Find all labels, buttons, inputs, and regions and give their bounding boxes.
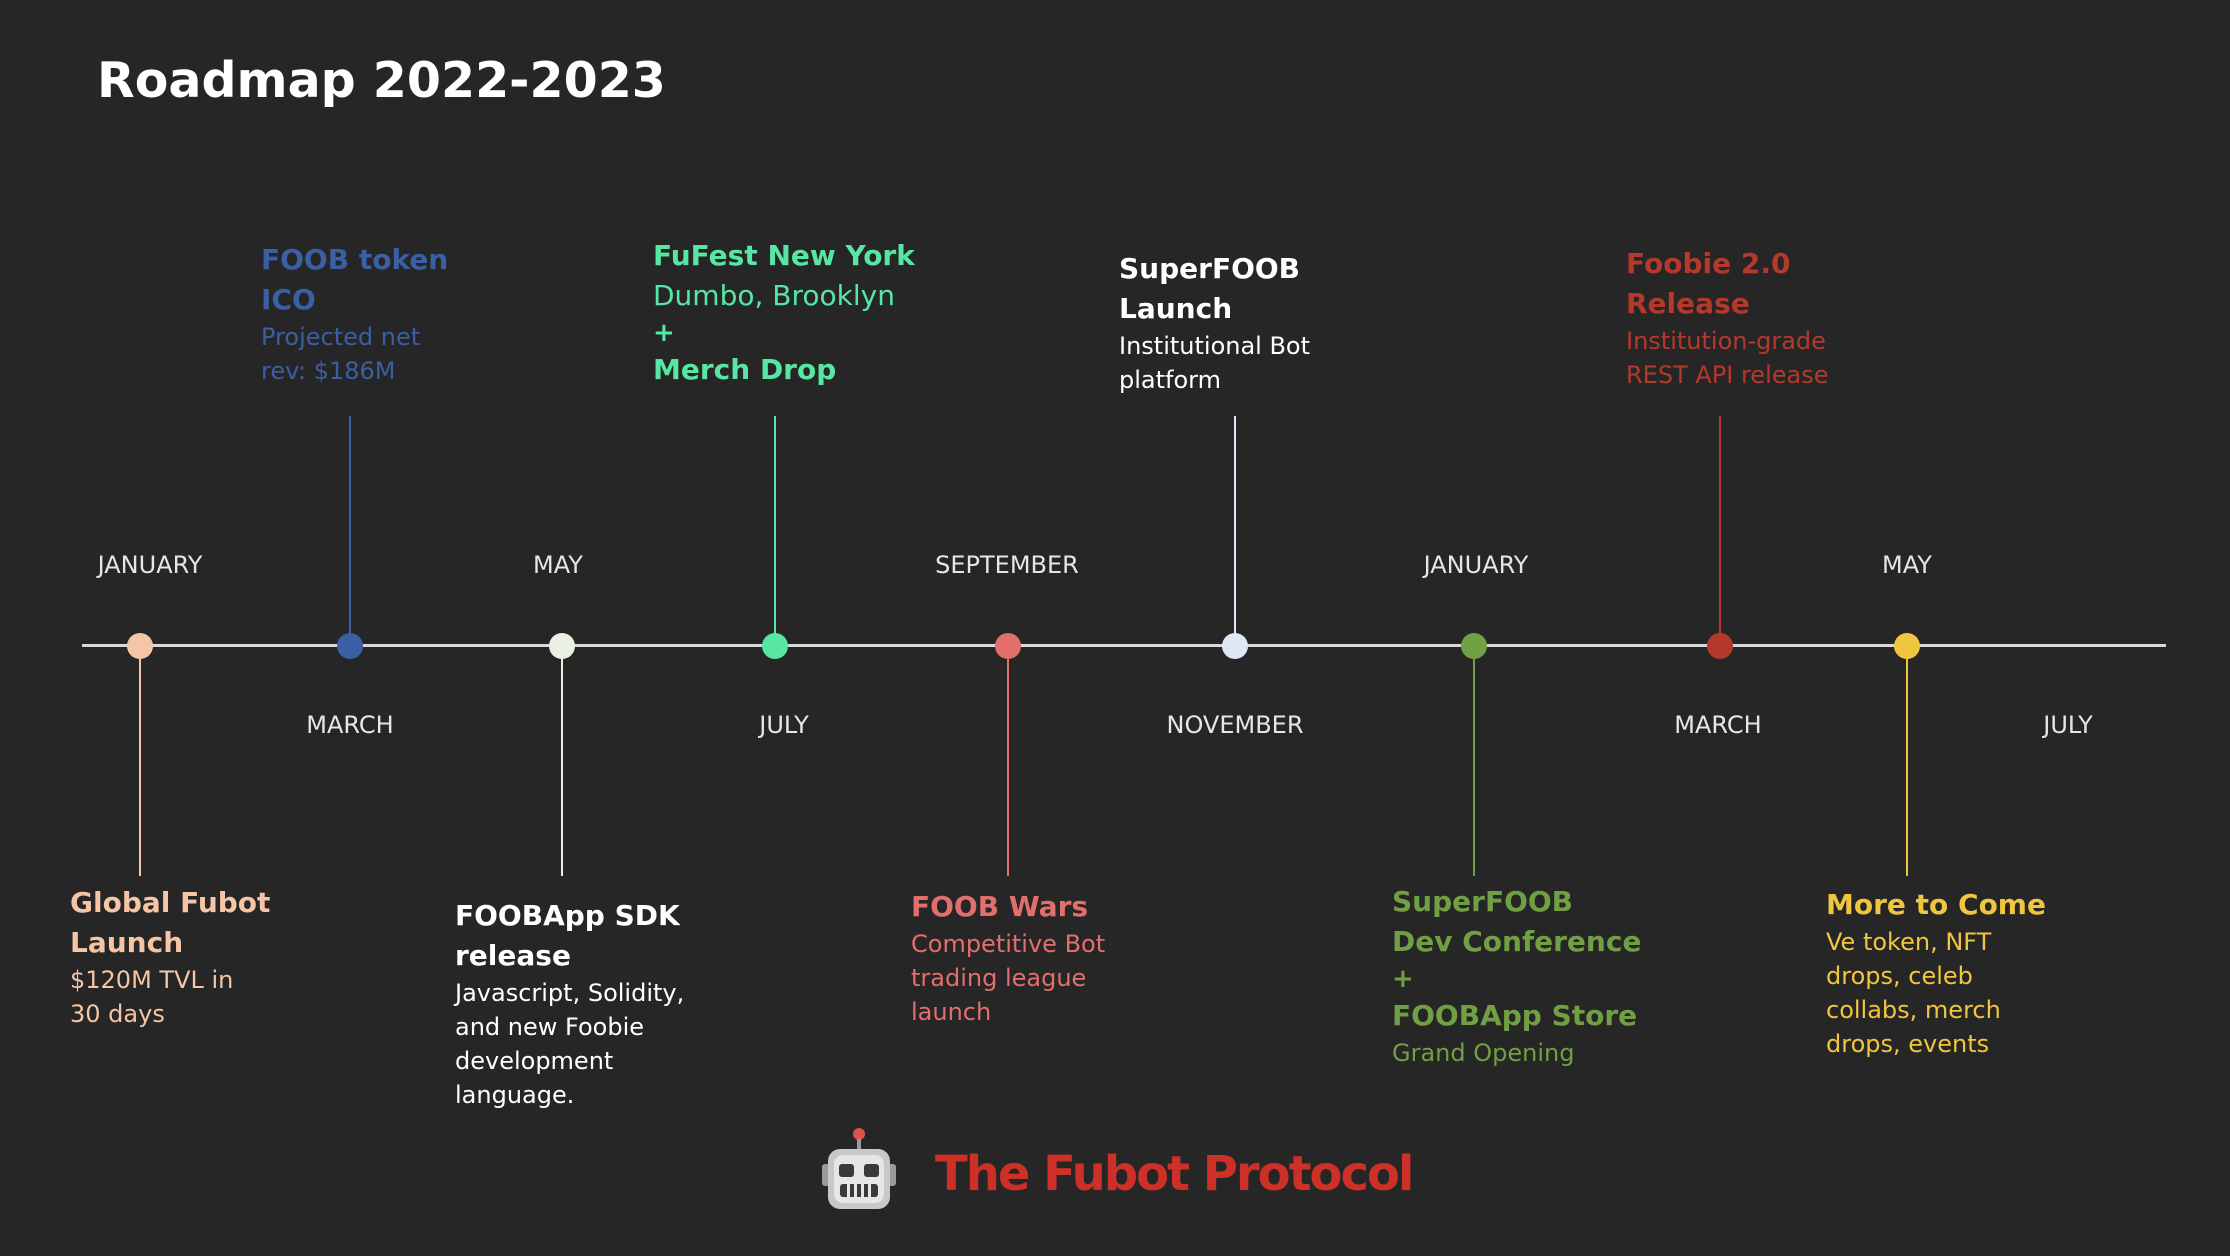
event-description: launch xyxy=(911,998,992,1026)
event-heading: Dev Conference xyxy=(1392,925,1642,958)
event-stem xyxy=(774,416,776,644)
event-marker xyxy=(995,633,1021,659)
event-description: development xyxy=(455,1047,614,1075)
event-stem xyxy=(1007,655,1009,876)
event-marker xyxy=(337,633,363,659)
month-label: MARCH xyxy=(1674,711,1762,739)
event-plus: + xyxy=(1392,964,1414,994)
event-description: 30 days xyxy=(70,1000,165,1028)
event-heading: Launch xyxy=(1119,292,1233,325)
event-superfoob-launch: SuperFOOB Launch Institutional Bot platf… xyxy=(1119,249,1310,397)
event-description: language. xyxy=(455,1081,575,1109)
event-heading: FOOB token xyxy=(261,243,449,276)
event-heading: Merch Drop xyxy=(653,353,837,386)
event-marker xyxy=(1894,633,1920,659)
event-stem xyxy=(561,655,563,876)
month-label: SEPTEMBER xyxy=(935,551,1079,579)
event-description: platform xyxy=(1119,366,1221,394)
event-heading: Launch xyxy=(70,926,184,959)
month-label: JULY xyxy=(2043,711,2093,739)
event-stem xyxy=(1473,655,1475,876)
event-stem xyxy=(1719,416,1721,644)
event-marker xyxy=(1461,633,1487,659)
event-description: drops, celeb xyxy=(1826,962,1973,990)
event-description: Projected net xyxy=(261,323,421,351)
event-foob-wars: FOOB Wars Competitive Bot trading league… xyxy=(911,887,1105,1029)
event-heading: FOOB Wars xyxy=(911,890,1089,923)
event-stem xyxy=(1234,416,1236,644)
event-heading: ICO xyxy=(261,283,316,316)
event-description: rev: $186M xyxy=(261,357,396,385)
event-description: Institution-grade xyxy=(1626,327,1826,355)
event-description: Ve token, NFT xyxy=(1826,928,1992,956)
event-plus: + xyxy=(653,318,675,348)
event-global-fubot-launch: Global Fubot Launch $120M TVL in 30 days xyxy=(70,883,270,1031)
event-description: trading league xyxy=(911,964,1087,992)
event-description: Competitive Bot xyxy=(911,930,1106,958)
event-description: Dumbo, Brooklyn xyxy=(653,279,895,312)
month-label: MAY xyxy=(533,551,583,579)
event-stem xyxy=(1906,655,1908,876)
event-heading: FOOBApp SDK xyxy=(455,899,680,932)
event-marker xyxy=(1707,633,1733,659)
timeline-axis xyxy=(82,644,2166,647)
event-marker xyxy=(762,633,788,659)
event-marker xyxy=(1222,633,1248,659)
event-heading: FOOBApp Store xyxy=(1392,999,1638,1032)
page-title: Roadmap 2022-2023 xyxy=(97,52,666,109)
event-marker xyxy=(127,633,153,659)
event-heading: SuperFOOB xyxy=(1392,885,1574,918)
event-fufest-new-york: FuFest New York Dumbo, Brooklyn + Merch … xyxy=(653,236,915,390)
month-label: MARCH xyxy=(306,711,394,739)
month-label: JULY xyxy=(759,711,809,739)
event-superfoob-dev-conference: SuperFOOB Dev Conference + FOOBApp Store… xyxy=(1392,882,1641,1070)
event-foobapp-sdk-release: FOOBApp SDK release Javascript, Solidity… xyxy=(455,896,684,1112)
event-heading: Release xyxy=(1626,287,1750,320)
event-foobie-2-release: Foobie 2.0 Release Institution-grade RES… xyxy=(1626,244,1828,392)
event-description: Javascript, Solidity, xyxy=(455,979,685,1007)
event-heading: FuFest New York xyxy=(653,239,915,272)
event-heading: Global Fubot xyxy=(70,886,271,919)
event-description: and new Foobie xyxy=(455,1013,644,1041)
event-description: drops, events xyxy=(1826,1030,1990,1058)
robot-icon xyxy=(818,1124,900,1214)
event-description: REST API release xyxy=(1626,361,1829,389)
month-label: NOVEMBER xyxy=(1166,711,1304,739)
event-description: Institutional Bot xyxy=(1119,332,1311,360)
event-stem xyxy=(139,655,141,876)
event-foob-token-ico: FOOB token ICO Projected net rev: $186M xyxy=(261,240,448,388)
event-marker xyxy=(549,633,575,659)
event-description: $120M TVL in xyxy=(70,966,234,994)
event-heading: Foobie 2.0 xyxy=(1626,247,1791,280)
event-description: collabs, merch xyxy=(1826,996,2001,1024)
month-label: MAY xyxy=(1882,551,1932,579)
event-description: Grand Opening xyxy=(1392,1039,1575,1067)
month-label: JANUARY xyxy=(97,551,203,579)
month-label: JANUARY xyxy=(1423,551,1529,579)
event-heading: More to Come xyxy=(1826,888,2046,921)
event-more-to-come: More to Come Ve token, NFT drops, celeb … xyxy=(1826,885,2046,1061)
brand-name: The Fubot Protocol xyxy=(935,1146,1414,1202)
event-heading: SuperFOOB xyxy=(1119,252,1301,285)
event-stem xyxy=(349,416,351,644)
event-heading: release xyxy=(455,939,571,972)
